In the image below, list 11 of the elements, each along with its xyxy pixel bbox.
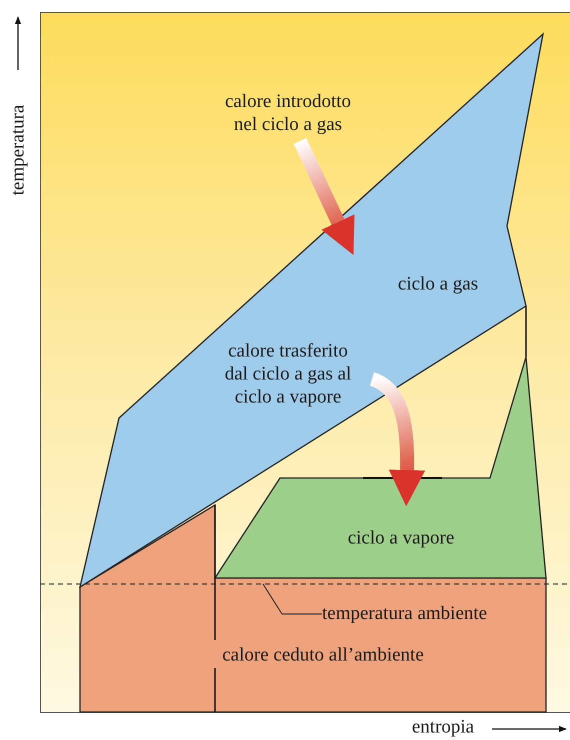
callout-text: temperatura ambiente [322, 602, 488, 626]
leader-line [262, 584, 322, 614]
heat-flow-arrow [369, 372, 426, 506]
region-label: ciclo a vapore [348, 528, 454, 548]
axis-label: entropia [412, 716, 474, 738]
annotation-text: calore trasferito dal ciclo a gas al ciclo a vapore [224, 340, 352, 408]
region-label: calore ceduto all’ambiente [222, 646, 424, 664]
region-label: ciclo a gas [398, 274, 478, 294]
annotation-text: calore introdotto nel ciclo a gas [213, 90, 363, 138]
axis-label: temperatura [6, 104, 30, 196]
heat-flow-arrow [294, 138, 354, 255]
